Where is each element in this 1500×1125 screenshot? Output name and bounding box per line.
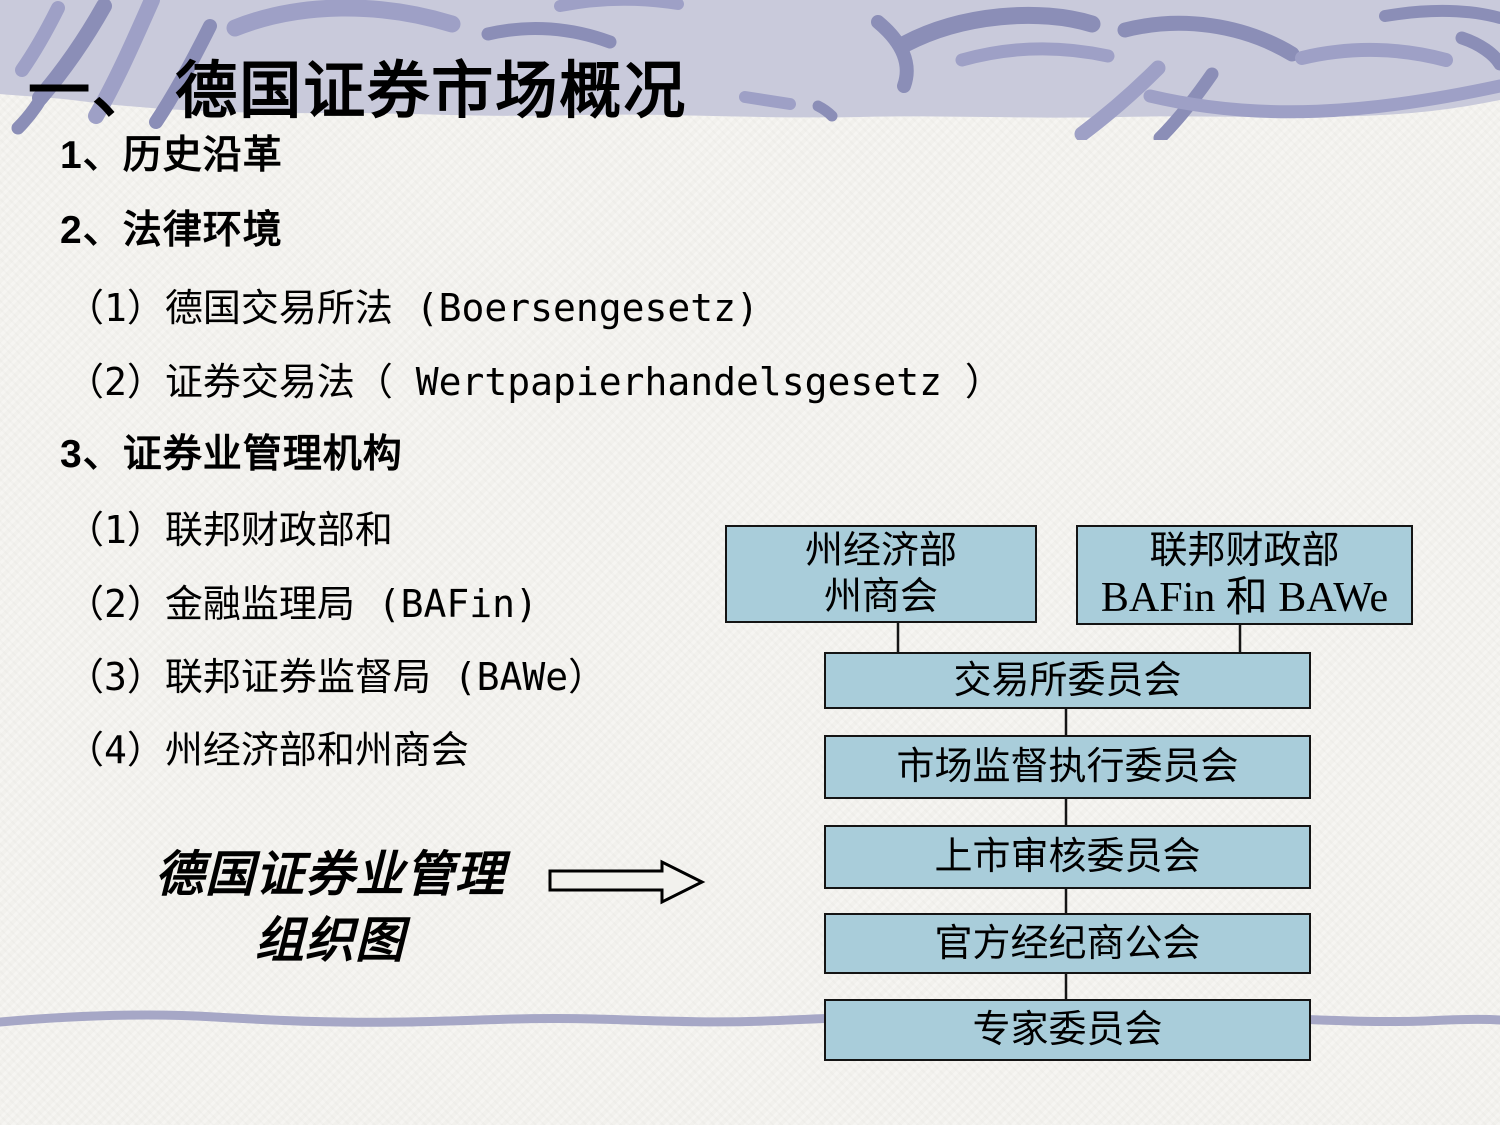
org-box-federal-finance-line1: 联邦财政部 [1149, 530, 1340, 572]
outline-item-8: （3）联邦证券监督局 (BAWe） [66, 655, 607, 699]
outline-item-2: 2、法律环境 [60, 209, 283, 252]
org-box-expert-committee: 专家委员会 [824, 999, 1311, 1061]
outline-item-9: （4）州经济部和州商会 [66, 728, 469, 772]
page-title: 一、 德国证券市场概况 [28, 57, 688, 126]
org-box-listing-review: 上市审核委员会 [824, 825, 1311, 889]
org-box-official-brokers: 官方经纪商公会 [824, 913, 1311, 974]
outline-item-4: （2）证券交易法（ Wertpapierhandelsgesetz ） [66, 360, 1003, 404]
org-box-exchange-committee: 交易所委员会 [824, 652, 1311, 709]
org-box-state-economy-line2: 州商会 [823, 576, 938, 618]
org-box-federal-finance-line2: BAFin 和 BAWe [1100, 575, 1389, 621]
org-box-state-economy-line1: 州经济部 [804, 530, 957, 572]
org-box-federal-finance: 联邦财政部 BAFin 和 BAWe [1076, 525, 1413, 625]
chart-caption-line2: 组织图 [254, 914, 405, 968]
outline-item-3: （1）德国交易所法 (Boersengesetz) [66, 286, 759, 330]
org-box-market-supervision: 市场监督执行委员会 [824, 735, 1311, 799]
outline-item-5: 3、证券业管理机构 [60, 433, 403, 476]
right-arrow-icon [548, 859, 706, 905]
outline-item-1: 1、历史沿革 [60, 134, 283, 177]
org-box-state-economy: 州经济部 州商会 [725, 525, 1037, 623]
chart-caption-line1: 德国证券业管理 [154, 848, 505, 902]
chart-caption: 德国证券业管理 组织图 [110, 842, 550, 974]
outline-item-6: （1）联邦财政部和 [66, 508, 393, 552]
outline-item-7: （2）金融监理局 (BAFin) [66, 582, 538, 626]
top-banner-decoration [0, 0, 1500, 140]
